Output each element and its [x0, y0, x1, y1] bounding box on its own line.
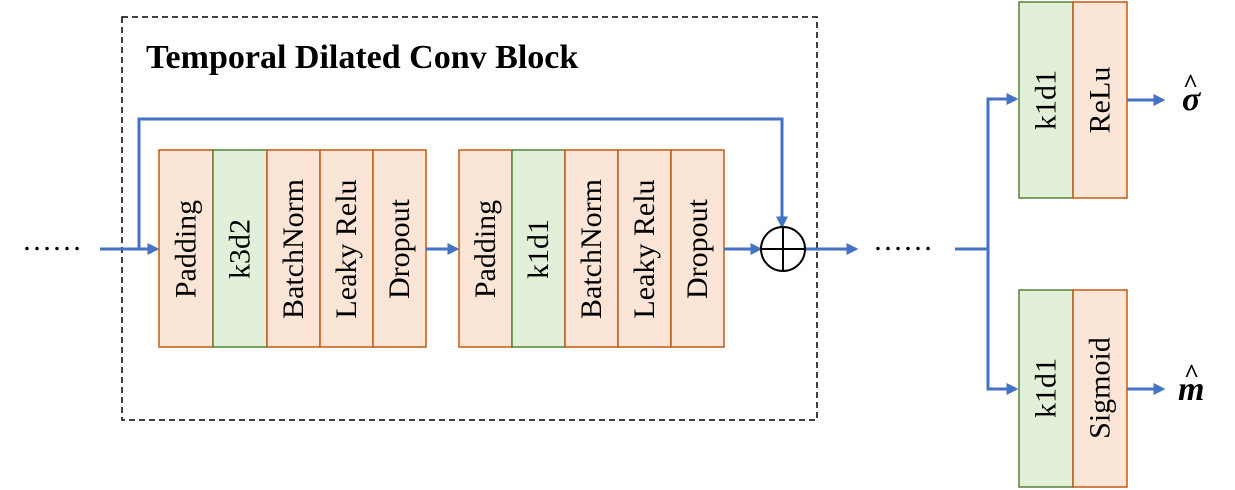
- block2-layer-3: Leaky Relu: [617, 149, 672, 348]
- block1-layer-4: Dropout: [372, 149, 427, 348]
- block2-layer-3-label: Leaky Relu: [628, 179, 661, 318]
- m-head-layer-0-label: k1d1: [1030, 358, 1063, 418]
- block1-layer-0-box: [158, 149, 214, 348]
- block2-layer-1: k1d1: [511, 149, 566, 348]
- m-hat-mark: ^: [1184, 359, 1199, 388]
- sigma-head-layer-0-box: [1018, 1, 1074, 199]
- block1-layer-2-box: [266, 149, 321, 348]
- block1-layer-4-label: Dropout: [383, 198, 416, 299]
- branch-to-sigma-arrow: [986, 93, 1019, 249]
- block2-layer-2: BatchNorm: [564, 149, 619, 348]
- block2-layer-2-label: BatchNorm: [575, 179, 608, 319]
- block1-layer-1-box: [212, 149, 268, 348]
- temporal-block-border: [121, 16, 818, 421]
- block1-layer-2: BatchNorm: [266, 149, 321, 348]
- m-head-layer-1-box: [1072, 289, 1128, 488]
- m-head-layer-1-label: Sigmoid: [1084, 337, 1117, 439]
- block2-layer-0: Padding: [458, 149, 513, 348]
- m-head-layer-0-box: [1018, 289, 1074, 488]
- block2-layer-2-box: [564, 149, 619, 348]
- m-head: k1d1 Sigmoid: [1018, 289, 1128, 488]
- sigma-head: k1d1 ReLu: [1018, 1, 1128, 199]
- block2-layer-0-label: Padding: [469, 200, 502, 298]
- sigma-head-layer-1-label: ReLu: [1084, 67, 1117, 134]
- block1-layer-1: k3d2: [212, 149, 268, 348]
- block1-layer-0: Padding: [158, 149, 214, 348]
- block1-layer-1-label: k3d2: [224, 219, 257, 279]
- block-title: Temporal Dilated Conv Block: [146, 39, 578, 76]
- block2-layer-4: Dropout: [670, 149, 725, 348]
- block2-layer-stack: Padding k1d1 BatchNorm Leaky Relu Dropou…: [458, 149, 725, 348]
- block1-layer-3: Leaky Relu: [319, 149, 374, 348]
- block1-layer-2-label: BatchNorm: [277, 179, 310, 319]
- block1-layer-3-box: [319, 149, 374, 348]
- sigma-head-layer-0-label: k1d1: [1030, 70, 1063, 130]
- block2-layer-1-label: k1d1: [522, 219, 555, 279]
- block1-layer-3-label: Leaky Relu: [330, 179, 363, 318]
- block1-layer-stack: Padding k3d2 BatchNorm Leaky Relu Dropou…: [158, 149, 427, 348]
- m-output-label: m: [1178, 371, 1204, 408]
- sigma-head-layer-1-box: [1072, 1, 1128, 199]
- middle-ellipsis: ……: [873, 224, 933, 257]
- block2-layer-4-box: [670, 149, 725, 348]
- sigma-hat-mark: ^: [1183, 69, 1198, 98]
- block2-layer-1-box: [511, 149, 566, 348]
- circled-plus-icon: [760, 226, 806, 272]
- block2-layer-4-label: Dropout: [681, 198, 714, 299]
- branch-to-m-arrow: [986, 249, 1019, 395]
- block2-layer-0-box: [458, 149, 513, 348]
- block1-layer-0-label: Padding: [170, 200, 203, 298]
- sigma-output-label: σ: [1182, 81, 1202, 118]
- input-ellipsis: ……: [22, 224, 82, 257]
- residual-skip-arrow: [124, 117, 788, 251]
